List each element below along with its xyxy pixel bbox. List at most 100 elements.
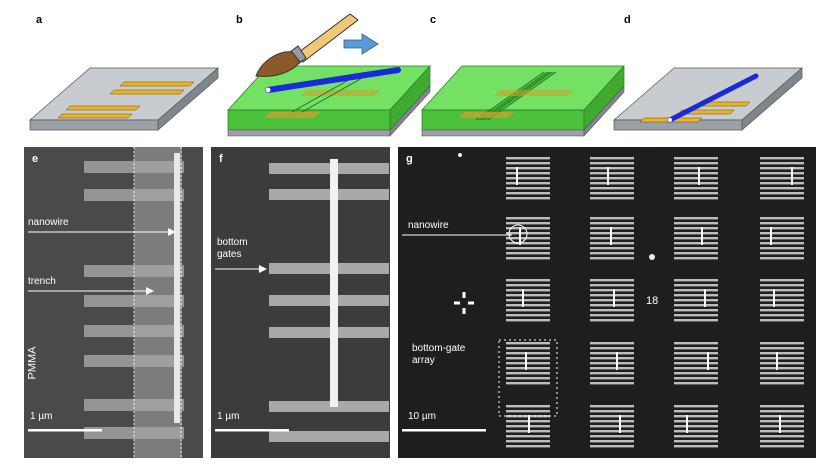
gate-stripe — [760, 172, 804, 175]
gate-stripe — [590, 314, 634, 317]
scale-label-e: 1 µm — [30, 411, 53, 422]
gate-stripe — [760, 377, 804, 380]
gate-stripe — [506, 367, 550, 370]
gate-array-block — [590, 405, 634, 448]
gate-stripe — [674, 347, 718, 350]
panel-label-f: f — [219, 153, 223, 165]
nanowire-mark — [791, 167, 793, 185]
gate-stripe — [674, 237, 718, 240]
gate-stripe — [590, 299, 634, 302]
gate-stripe — [674, 284, 718, 287]
gate-stripe — [674, 382, 718, 385]
gate-stripe — [674, 372, 718, 375]
gate-stripe — [674, 197, 718, 200]
gate-stripe — [590, 222, 634, 225]
scale-label-f: 1 µm — [217, 411, 240, 422]
label-array: array — [412, 355, 435, 366]
nanowire-mark — [522, 289, 524, 307]
nanowire-mark — [616, 352, 618, 370]
gate-stripe — [674, 252, 718, 255]
gate-stripe — [674, 445, 718, 448]
schematic-c — [421, 65, 625, 137]
gate-stripe — [590, 289, 634, 292]
gate-array-block — [760, 279, 804, 322]
label-nanowire-e: nanowire — [28, 217, 69, 228]
gate-stripe — [506, 237, 550, 240]
gate-stripe — [590, 177, 634, 180]
gate-stripe — [674, 279, 718, 282]
nanowire-mark — [773, 289, 775, 307]
gate-array-block — [760, 342, 804, 385]
nanowire-mark — [770, 227, 772, 245]
panel-label-a: a — [36, 14, 43, 26]
gate-stripe — [506, 319, 550, 322]
gate-stripe — [760, 440, 804, 443]
gate-stripe — [506, 382, 550, 385]
gate-stripe — [590, 217, 634, 220]
gate-stripe — [590, 372, 634, 375]
gate-stripe — [674, 182, 718, 185]
gate-stripe — [506, 440, 550, 443]
gate-array-block — [590, 342, 634, 385]
gate-stripe — [590, 157, 634, 160]
nanowire-mark — [525, 352, 527, 370]
nanowire-mark — [619, 415, 621, 433]
panel-label-e: e — [32, 153, 39, 165]
gate-stripe — [760, 252, 804, 255]
gate-array-block — [506, 279, 550, 322]
gate-array-block — [590, 217, 634, 260]
schematic-b — [227, 13, 431, 137]
gate-stripe — [506, 217, 550, 220]
schematic-row — [29, 13, 803, 137]
gate-stripe — [674, 430, 718, 433]
gate-stripe — [674, 420, 718, 423]
gate-stripe — [590, 425, 634, 428]
gate-stripe — [760, 237, 804, 240]
gate-stripe — [674, 192, 718, 195]
schematic-a — [29, 67, 219, 131]
gate-stripe — [590, 257, 634, 260]
gate-stripe — [590, 342, 634, 345]
gate-stripe — [674, 217, 718, 220]
gate-stripe — [760, 247, 804, 250]
gate-array-block — [760, 405, 804, 448]
gate-stripe — [590, 284, 634, 287]
nanowire-mark — [528, 415, 530, 433]
gate-stripe — [590, 382, 634, 385]
gate-stripe — [760, 382, 804, 385]
gate-stripe — [590, 410, 634, 413]
gate-stripe — [590, 304, 634, 307]
gate-stripe — [590, 377, 634, 380]
gate-stripe — [674, 405, 718, 408]
gate-stripe — [760, 242, 804, 245]
label-bottom-gate: bottom-gate — [412, 343, 466, 354]
gate-stripe — [760, 362, 804, 365]
gate-stripe — [674, 342, 718, 345]
nanowire-mark — [607, 167, 609, 185]
gate-stripe — [674, 314, 718, 317]
gate-stripe — [674, 415, 718, 418]
gate-stripe — [674, 309, 718, 312]
nanowire-mark — [704, 289, 706, 307]
gate-stripe — [760, 309, 804, 312]
gate-stripe — [590, 294, 634, 297]
gate-array-block — [674, 279, 718, 322]
gate-stripe — [674, 299, 718, 302]
gate-stripe — [760, 289, 804, 292]
gate-stripe — [760, 284, 804, 287]
gate-stripe — [760, 177, 804, 180]
gate-stripe — [506, 252, 550, 255]
nanowire-mark — [776, 352, 778, 370]
gate-stripe — [760, 352, 804, 355]
gate-stripe — [590, 367, 634, 370]
gate-stripe — [760, 257, 804, 260]
gate-stripe — [674, 257, 718, 260]
gate-stripe — [760, 294, 804, 297]
gate-stripe — [506, 405, 550, 408]
gate-stripe — [674, 187, 718, 190]
label-nanowire-g: nanowire — [408, 220, 449, 231]
sem-image-e: e nanowire trench PMMA 1 µm — [24, 147, 203, 458]
gate-stripe — [506, 197, 550, 200]
alignment-cross-icon — [454, 292, 474, 314]
gate-stripe — [760, 167, 804, 170]
